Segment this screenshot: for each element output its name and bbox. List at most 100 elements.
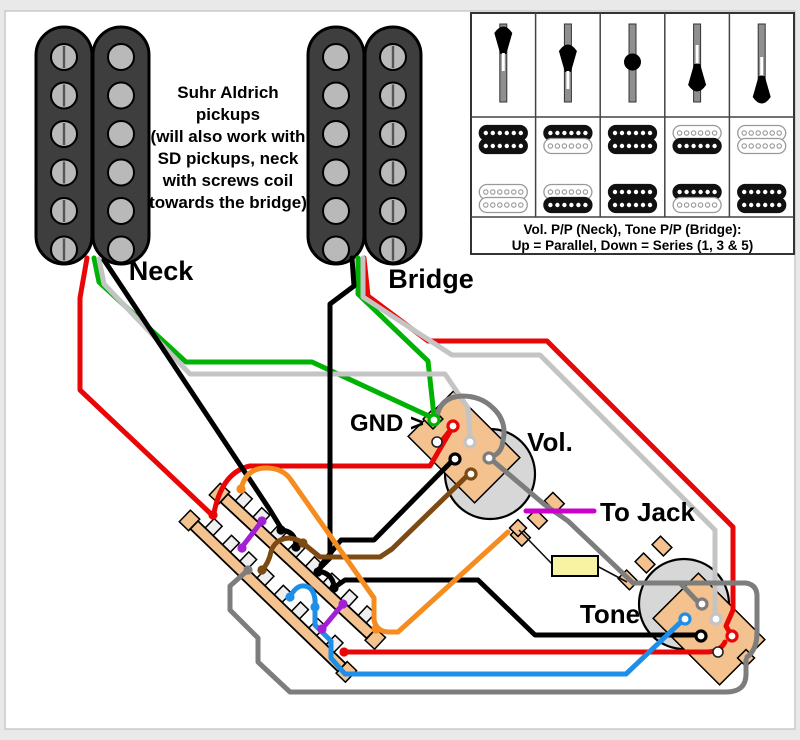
slug-pole [107, 43, 135, 71]
tone-lug [634, 552, 656, 574]
coil-active [737, 196, 787, 214]
solder-dot [291, 542, 301, 552]
solder-dot [208, 510, 218, 520]
pickup-note-line: Suhr Aldrich [177, 83, 278, 102]
coil-outline [543, 196, 593, 214]
capacitor-lead-right [596, 565, 628, 583]
wire-orange-switch-to-volume [238, 465, 511, 635]
pole-dot [676, 130, 683, 136]
pole-dot [640, 202, 646, 208]
legend-position-3 [607, 23, 658, 214]
pole-dot [741, 130, 747, 136]
wire-gray-ground-bus [227, 567, 749, 695]
coil-inactive [737, 137, 787, 155]
coil-active [672, 183, 722, 201]
pole-dot [612, 189, 618, 195]
slug-pole [107, 235, 135, 264]
pole-dot [704, 202, 711, 208]
pole-dot [762, 130, 768, 136]
pole-dot [712, 143, 717, 149]
to-jack-label: To Jack [600, 497, 695, 527]
pole-dot [711, 202, 718, 208]
pole-dot [647, 189, 653, 195]
pole-dot [705, 189, 710, 195]
pole-dot [568, 189, 575, 195]
coil-outline [543, 137, 593, 155]
solder-dot [236, 484, 246, 494]
switch-position-legend: Vol. P/P (Neck), Tone P/P (Bridge): Up =… [470, 12, 795, 255]
pickup-note-line: SD pickups, neck [158, 149, 299, 168]
coil-active [478, 137, 528, 155]
pole-dot [684, 189, 689, 195]
pole-dot [576, 202, 581, 208]
terminal-ring [482, 451, 496, 465]
pole-dot [555, 202, 560, 208]
pole-dot [490, 130, 495, 136]
slug-pole [322, 197, 350, 225]
coil-outline [607, 137, 658, 155]
labels: Suhr Aldrich pickups (will also work wit… [129, 83, 696, 629]
pole-dot [497, 143, 502, 149]
pot-hole [431, 436, 443, 448]
pole-dot [511, 143, 516, 149]
pole-dot [504, 143, 509, 149]
coil-outline [478, 137, 528, 155]
solder-dot [317, 624, 327, 634]
pole-dot [490, 143, 495, 149]
coil-active [607, 137, 658, 155]
legend-caption: Vol. P/P (Neck), Tone P/P (Bridge): [523, 222, 741, 237]
pickup-note-line: pickups [196, 105, 260, 124]
terminal-ring [464, 467, 478, 481]
pole-dot [677, 189, 682, 195]
wire-black-switch-to-tone [332, 577, 700, 638]
pole-dot [777, 202, 782, 208]
pole-dot [691, 189, 696, 195]
pole-dot [619, 143, 625, 149]
solder-dot [298, 538, 308, 548]
pole-dot [755, 143, 761, 149]
coil-outline [607, 196, 658, 214]
legend-position-4 [672, 23, 722, 214]
pole-dot [748, 130, 754, 136]
pole-dot [582, 189, 589, 195]
lever-knob-icon [558, 44, 577, 72]
legend-position-5 [737, 23, 787, 214]
wire-black-neck [101, 257, 284, 531]
coil-inactive [478, 196, 528, 214]
pole-dot [511, 189, 517, 195]
volume-lug [526, 508, 549, 531]
pole-dot [619, 189, 625, 195]
coil-outline [737, 137, 787, 155]
pole-dot [769, 143, 775, 149]
coil-active [543, 196, 593, 214]
coil-inactive [543, 183, 593, 201]
coil-inactive [543, 137, 593, 155]
wire-black-volume-to-switch [318, 455, 458, 568]
vol-label: Vol. [527, 427, 573, 457]
coil-active [737, 183, 787, 201]
coil-inactive [672, 196, 722, 214]
pole-dot [742, 202, 747, 208]
solder-dot [285, 592, 295, 602]
pole-dot [741, 143, 747, 149]
pole-dot [518, 143, 523, 149]
terminal-ring [427, 413, 441, 427]
solder-dot [237, 543, 247, 553]
wire-gray-volume-to-tone [489, 457, 760, 660]
tone-lug [651, 535, 673, 557]
pole-dot [770, 189, 775, 195]
slug-pole [322, 81, 350, 110]
coil-outline [737, 196, 787, 214]
terminal-ring [463, 435, 477, 449]
pole-dot [619, 130, 625, 136]
solder-dot [338, 599, 348, 609]
wire-white-bridge [360, 255, 718, 616]
pole-dot [497, 202, 503, 208]
pole-dot [683, 130, 690, 136]
tone-capacitor [551, 555, 599, 577]
pole-dot [518, 202, 524, 208]
wire-red-bridge-to-tone [361, 255, 736, 636]
pole-dot [763, 189, 768, 195]
pole-dot [776, 130, 782, 136]
pole-dot [697, 130, 704, 136]
